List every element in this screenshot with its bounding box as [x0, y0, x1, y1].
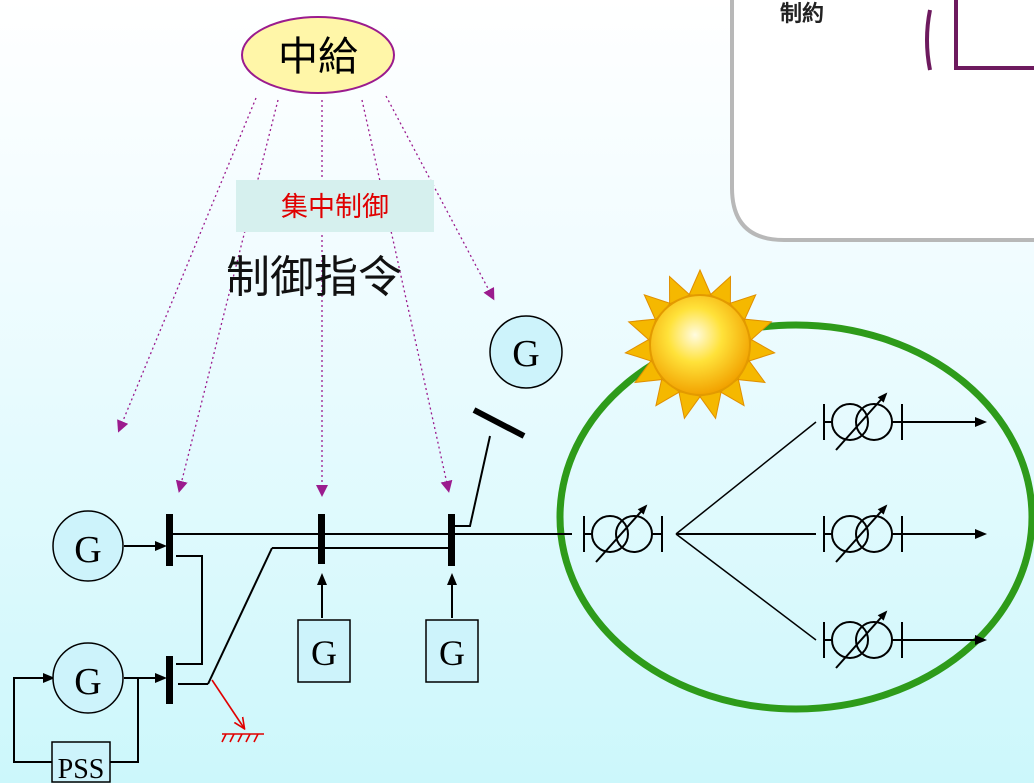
sun-icon [624, 268, 776, 420]
breaker-mark [472, 407, 526, 439]
generator-left-2 [52, 642, 124, 714]
pss-loop [13, 673, 139, 763]
central-dispatch-label: 中給 [278, 34, 358, 80]
transformer-icon [584, 506, 662, 562]
pss-block [51, 741, 111, 783]
generator-label: G [512, 333, 539, 375]
distribution-area [556, 321, 1034, 713]
central-dispatch-node [241, 16, 395, 94]
generator-label: G [74, 661, 101, 703]
generator-box-2 [425, 619, 479, 683]
transformer-icon [824, 612, 902, 668]
transmission-lines [170, 435, 572, 685]
constraint-label: 制約 [780, 2, 825, 27]
pss-label: PSS [58, 754, 105, 783]
transformer-icon [824, 394, 902, 450]
constraint-bracket [925, 9, 932, 71]
constraint-inner-box [954, 0, 1034, 70]
generator-label: G [311, 633, 337, 673]
transformer-icon [824, 506, 902, 562]
fault-arrow [211, 679, 244, 728]
ground-icon [221, 733, 264, 743]
control-command-label: 制御指令 [226, 252, 402, 303]
generator-top [489, 315, 563, 389]
generator-label: G [74, 529, 101, 571]
centralized-control-label: 集中制御 [281, 192, 389, 223]
centralized-control-label-bg [236, 180, 434, 232]
generator-box-1 [297, 619, 351, 683]
generator-left-1 [52, 510, 124, 582]
command-arrows [117, 95, 495, 497]
busbars [166, 514, 455, 704]
generator-label: G [439, 633, 465, 673]
constraint-box [730, 0, 1034, 242]
